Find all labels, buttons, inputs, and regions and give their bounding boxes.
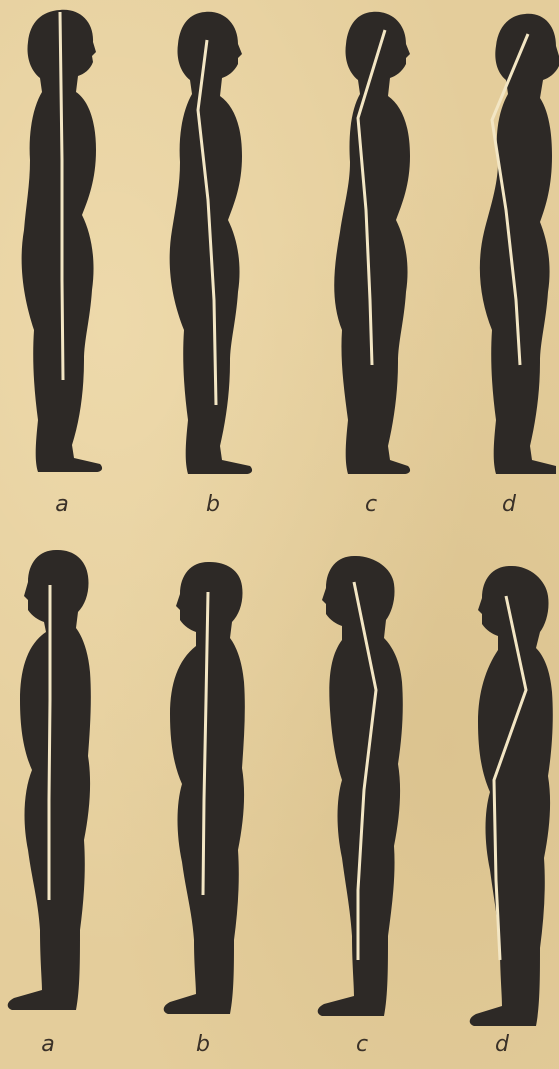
silhouette — [334, 12, 410, 474]
label-top-b: b — [193, 494, 233, 516]
figure-bottom-d — [470, 566, 553, 1026]
figure-top-b — [170, 12, 252, 474]
posture-line — [49, 585, 50, 900]
figure-bottom-a — [8, 550, 91, 1010]
figure-bottom-c — [318, 556, 403, 1016]
label-top-d: d — [489, 494, 529, 516]
figure-bottom-b — [164, 562, 245, 1014]
silhouette — [480, 14, 559, 474]
label-bottom-c: c — [342, 1034, 382, 1056]
label-bottom-d: d — [482, 1034, 522, 1056]
label-top-a: a — [42, 494, 82, 516]
figure-top-a — [22, 10, 102, 472]
label-bottom-a: a — [28, 1034, 68, 1056]
figure-top-d — [480, 14, 559, 474]
label-top-c: c — [351, 494, 391, 516]
figure-top-c — [334, 12, 410, 474]
silhouette — [318, 556, 403, 1016]
silhouette — [470, 566, 553, 1026]
label-bottom-b: b — [183, 1034, 223, 1056]
